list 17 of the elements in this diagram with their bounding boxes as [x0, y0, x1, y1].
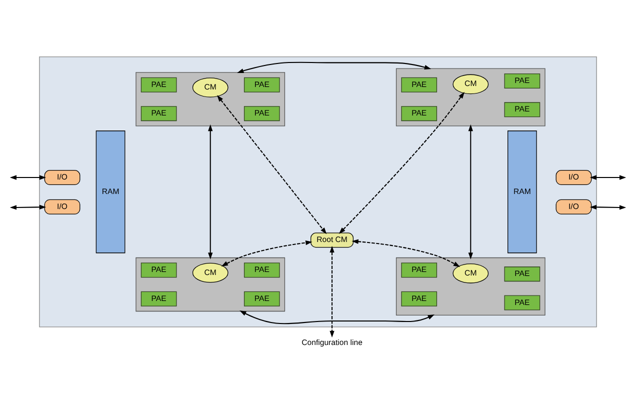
cluster [396, 256, 546, 315]
arrow [338, 91, 465, 234]
cluster [136, 256, 286, 312]
cluster [136, 72, 286, 126]
arrow [217, 94, 327, 234]
arrow [330, 245, 334, 338]
arrow [208, 124, 213, 259]
arrow [468, 124, 473, 259]
arrow [590, 174, 626, 180]
arrow [590, 204, 626, 210]
arrow [221, 240, 312, 266]
arrow [237, 61, 432, 72]
arrow [352, 238, 460, 266]
cluster [396, 68, 546, 126]
arrow [240, 310, 435, 324]
arrow [10, 204, 46, 210]
arrow [10, 174, 46, 180]
